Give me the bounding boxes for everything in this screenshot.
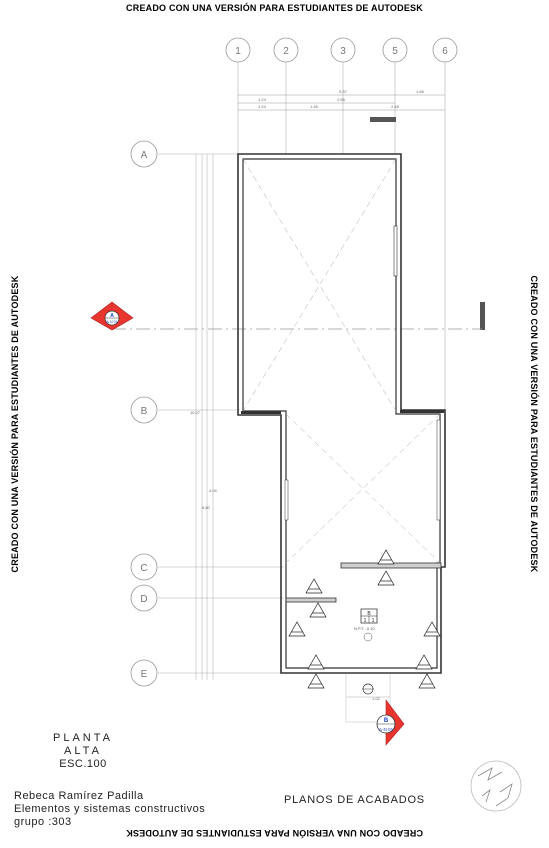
- finish-marker-4: [309, 602, 327, 618]
- finish-marker-3: [305, 578, 323, 594]
- walls: [237, 153, 446, 674]
- stair-dimension: 1.02: [372, 696, 381, 701]
- author-block: Rebeca Ramírez Padilla Elementos y siste…: [14, 790, 205, 829]
- column-bubble-1: [225, 37, 251, 63]
- row-bubble-a: [130, 140, 158, 168]
- dim-left-d: 6.80: [202, 505, 211, 510]
- column-label-2: 2: [283, 46, 289, 57]
- section-a-letter: A: [110, 313, 114, 319]
- row-label-c: C: [140, 563, 147, 574]
- column-bubble-5: [382, 37, 408, 63]
- row-bubble-e: [130, 659, 158, 687]
- level-circle-icon: [363, 632, 373, 642]
- finish-marker-5: [288, 621, 306, 637]
- right-opening-mark: [480, 302, 485, 330]
- course-name: Elementos y sistemas constructivos: [14, 803, 206, 815]
- column-bubble-2: [273, 37, 299, 63]
- column-label-5: 5: [392, 46, 398, 57]
- row-label-d: D: [140, 594, 147, 605]
- finish-marker-1: [377, 549, 395, 565]
- row-bubbles: A B C D E: [130, 140, 158, 687]
- finish-marker-6: [423, 621, 441, 637]
- north-arrow-icon: [470, 760, 522, 812]
- left-dimension-lines: [195, 154, 214, 680]
- finish-marker-9: [307, 673, 325, 689]
- sheet-title: PLANOS DE ACABADOS: [284, 794, 425, 806]
- level-mark: N.P.T. -0.10: [354, 626, 375, 631]
- section-b-letter: B: [384, 718, 389, 724]
- plan-title: PLANTA ALTA ESC.100: [40, 732, 126, 771]
- row-label-e: E: [141, 669, 148, 680]
- section-b-sheet: A-N 01: [379, 727, 394, 732]
- dim-low-b: 1.46: [310, 104, 319, 109]
- dim-left-c: 4.04: [209, 488, 218, 493]
- column-grid-lines: [237, 62, 446, 410]
- finish-tag-bl: 1: [364, 618, 367, 624]
- finish-tag-br: 1: [372, 618, 375, 624]
- column-label-3: 3: [340, 46, 346, 57]
- finish-marker-8: [415, 654, 433, 670]
- section-a-sheet: A-N 01: [106, 320, 117, 324]
- plan-title-line2: ALTA: [64, 745, 102, 757]
- finish-marker-7: [307, 654, 325, 670]
- row-grid-lines: [158, 153, 284, 674]
- column-label-6: 6: [442, 46, 448, 57]
- watermark-top: CREADO CON UNA VERSIÓN PARA ESTUDIANTES …: [126, 3, 423, 13]
- column-label-1: 1: [235, 46, 241, 57]
- row-bubble-c: [130, 553, 158, 581]
- column-bubble-6: [432, 37, 458, 63]
- top-opening-mark: [370, 117, 396, 122]
- dim-left-b: 10.27: [190, 410, 201, 415]
- entry-stair: 1.02: [345, 673, 400, 723]
- top-dimensions: [238, 94, 445, 111]
- dim-low-c: 2.48: [391, 104, 400, 109]
- plan-title-line1: PLANTA: [53, 732, 113, 744]
- column-bubble-3: [330, 37, 356, 63]
- column-bubbles: 1 2 3 5 6: [225, 37, 458, 63]
- finish-tag-top: B: [367, 611, 371, 617]
- plan-scale: ESC.100: [59, 758, 107, 770]
- finish-marker-10: [418, 673, 436, 689]
- finish-tag: B 1 1 N.P.T. -0.10: [354, 608, 378, 642]
- row-bubble-d: [130, 584, 158, 612]
- group-number: grupo :303: [14, 816, 72, 828]
- row-label-a: A: [141, 150, 148, 161]
- row-label-b: B: [141, 406, 148, 417]
- finish-markers: [288, 549, 441, 689]
- row-bubble-b: [130, 396, 158, 424]
- dim-top-right: 1.66: [416, 89, 425, 94]
- dim-mid-b: 2.55: [337, 97, 346, 102]
- void-diagonals: [242, 158, 441, 564]
- finish-marker-2: [377, 570, 395, 586]
- section-marker-a: A A-N 01: [90, 301, 134, 331]
- author-name: Rebeca Ramírez Padilla: [14, 790, 144, 802]
- dim-low-a: 1.24: [258, 104, 267, 109]
- dim-top-total: 5.37: [339, 89, 348, 94]
- dim-mid-a: 1.24: [258, 97, 267, 102]
- section-marker-b: B A-N 01: [376, 699, 405, 746]
